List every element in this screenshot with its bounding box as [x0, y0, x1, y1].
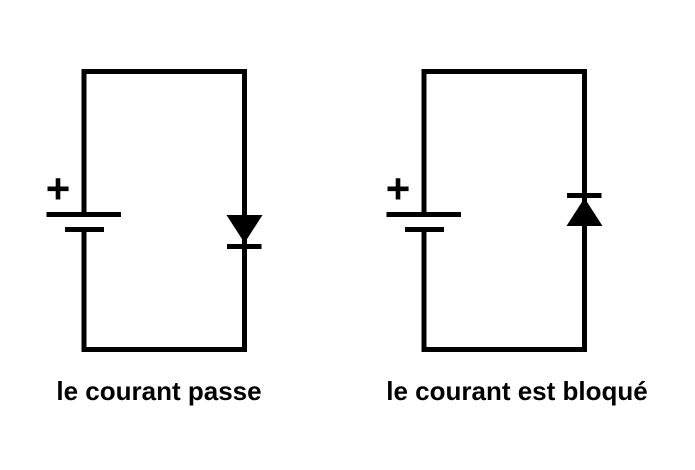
diode-triangle-up-icon [566, 198, 603, 226]
circuit-left: + [46, 69, 263, 352]
caption-current-passes: le courant passe [56, 376, 262, 406]
circuit-right: + [386, 69, 603, 352]
caption-current-blocked: le courant est bloqué [386, 376, 648, 406]
battery-plus-sign-right: + [386, 165, 411, 212]
wire-loop-right [421, 69, 587, 352]
diode-triangle-down-icon [226, 215, 263, 243]
battery-plus-sign-left: + [46, 165, 71, 212]
wire-loop-left [81, 69, 247, 352]
